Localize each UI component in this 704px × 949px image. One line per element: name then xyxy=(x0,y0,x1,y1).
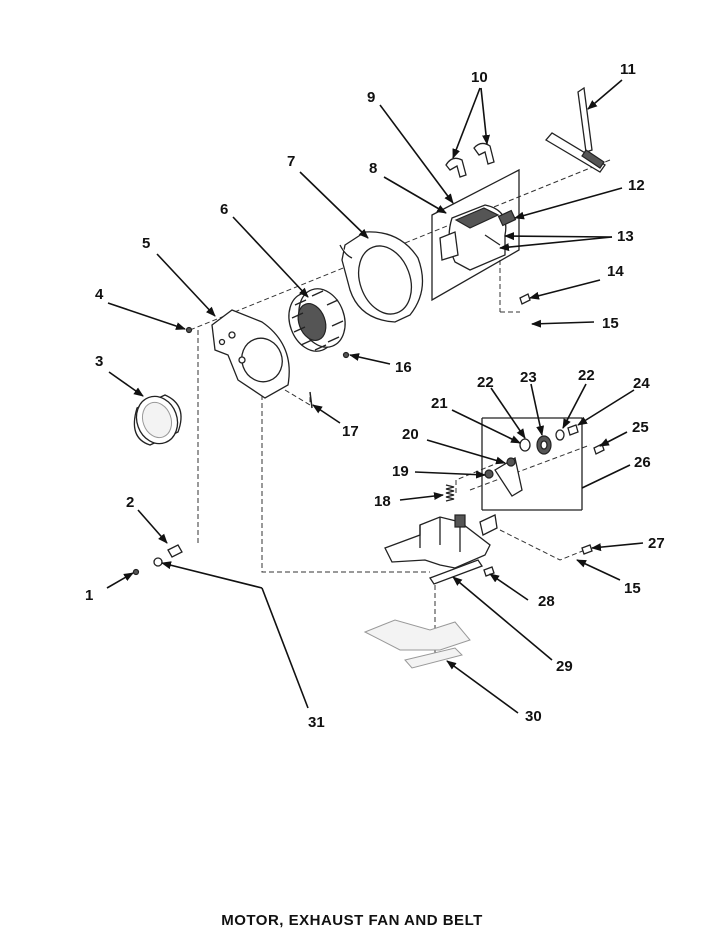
part-10-motor-clips xyxy=(445,142,495,178)
callout-22a: 22 xyxy=(477,374,494,391)
part-16-screw xyxy=(342,351,350,359)
part-26-idler-assembly xyxy=(481,417,605,511)
part-18-spring xyxy=(445,484,455,502)
callout-14: 14 xyxy=(607,263,624,280)
callout-25: 25 xyxy=(632,419,649,436)
callout-29: 29 xyxy=(556,658,573,675)
part-5-housing-plate xyxy=(211,309,290,399)
part-7-fan-shroud xyxy=(339,231,424,323)
callout-2: 2 xyxy=(126,494,134,511)
callout-26: 26 xyxy=(634,454,651,471)
part-28-screw xyxy=(483,566,495,577)
part-27-screw xyxy=(581,544,593,555)
callout-24: 24 xyxy=(633,375,650,392)
callout-3: 3 xyxy=(95,353,103,370)
callout-16: 16 xyxy=(395,359,412,376)
callout-22b: 22 xyxy=(578,367,595,384)
callout-4: 4 xyxy=(95,286,104,303)
callout-20: 20 xyxy=(402,426,419,443)
callout-31: 31 xyxy=(308,714,325,731)
callout-7: 7 xyxy=(287,153,295,170)
callout-labels: 1 2 3 4 5 6 7 8 9 10 11 12 13 14 15 16 1… xyxy=(85,61,665,731)
callout-21: 21 xyxy=(431,395,448,412)
callout-30: 30 xyxy=(525,708,542,725)
part-8-motor xyxy=(431,168,520,302)
callout-19: 19 xyxy=(392,463,409,480)
callout-23: 23 xyxy=(520,369,537,386)
callout-18: 18 xyxy=(374,493,391,510)
part-4-screw xyxy=(185,326,193,334)
part-14-screw xyxy=(519,293,531,305)
callout-9: 9 xyxy=(367,89,375,106)
callout-1: 1 xyxy=(85,587,93,604)
part-17-pin xyxy=(309,391,313,409)
diagram-caption: MOTOR, EXHAUST FAN AND BELT xyxy=(221,912,483,929)
callout-17: 17 xyxy=(342,423,359,440)
part-1-2-31-hardware xyxy=(132,544,183,576)
part-30-base xyxy=(363,619,471,669)
callout-8: 8 xyxy=(369,160,377,177)
part-11-belt xyxy=(545,86,606,173)
part-6-blower-wheel xyxy=(288,288,346,352)
callout-11: 11 xyxy=(620,61,636,78)
part-29-motor-mount xyxy=(384,514,498,585)
part-3-seal-ring xyxy=(133,394,182,446)
leader-lines xyxy=(106,79,644,714)
callout-15b: 15 xyxy=(624,580,641,597)
callout-28: 28 xyxy=(538,593,555,610)
callout-5: 5 xyxy=(142,235,150,252)
callout-15a: 15 xyxy=(602,315,619,332)
callout-13: 13 xyxy=(617,228,634,245)
callout-10: 10 xyxy=(471,69,488,86)
callout-12: 12 xyxy=(628,177,645,194)
callout-6: 6 xyxy=(220,201,228,218)
callout-27: 27 xyxy=(648,535,665,552)
